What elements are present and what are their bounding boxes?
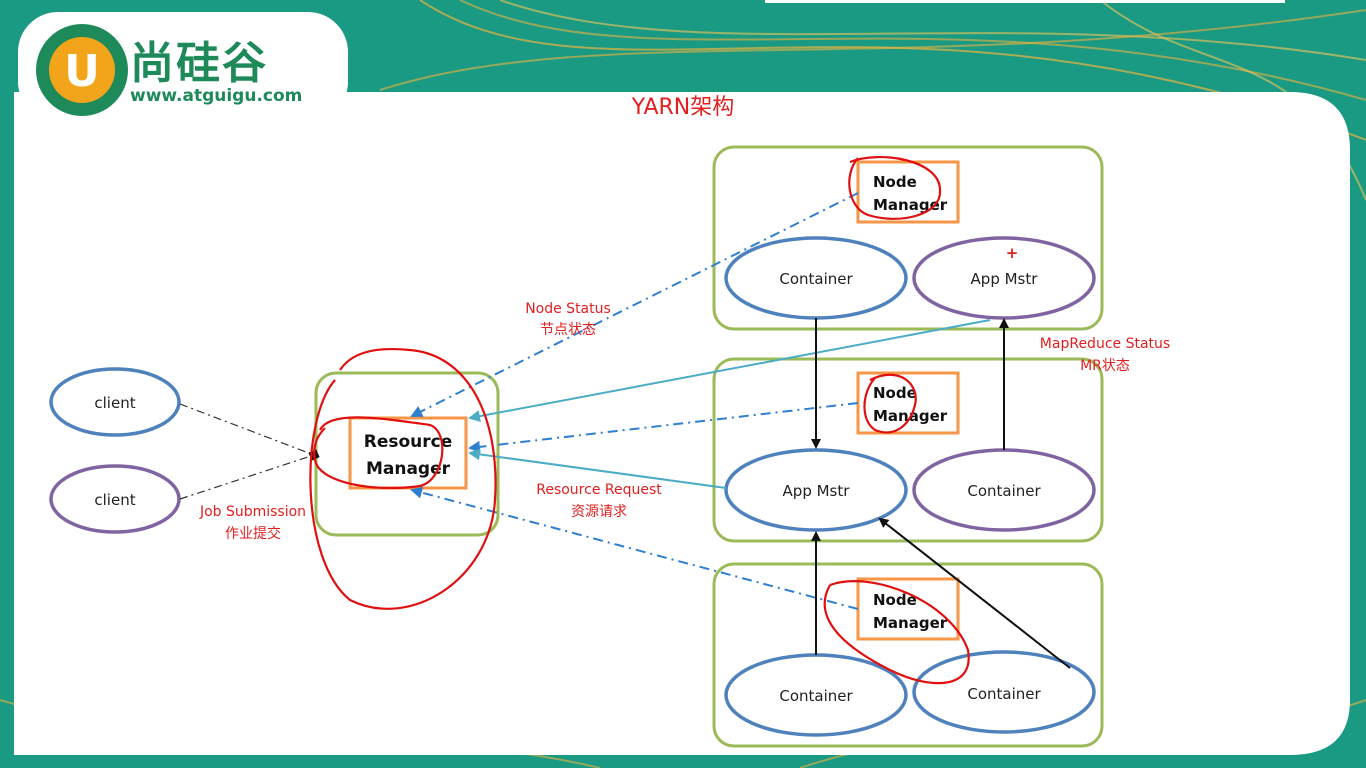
- brand-logo: U 尚硅谷 www.atguigu.com: [18, 12, 348, 122]
- node-manager-1: [856, 160, 960, 224]
- logo-letter: U: [64, 46, 100, 97]
- red-circle-node-manager-3: [823, 580, 970, 685]
- mapreduce-status-label-cn: MR状态: [1080, 358, 1130, 374]
- resource-manager-label-2: Manager: [366, 459, 451, 479]
- job-submission-label: Job Submission: [199, 504, 306, 520]
- resource-request-label: Resource Request: [536, 482, 662, 498]
- node-status-label-cn: 节点状态: [540, 322, 596, 338]
- brand-url: www.atguigu.com: [130, 86, 302, 106]
- mapreduce-status-label: MapReduce Status: [1040, 336, 1170, 352]
- node-manager-1-label-1: Node: [873, 173, 917, 191]
- page-title: YARN架构: [631, 95, 735, 120]
- client-1: [49, 367, 181, 437]
- container-node3-right-label: Container: [967, 685, 1041, 703]
- resource-request-label-cn: 资源请求: [571, 504, 627, 520]
- resource-request-arrow: [468, 448, 727, 489]
- container-node3-right: [912, 650, 1096, 734]
- job-submission-label-cn: 作业提交: [225, 525, 281, 542]
- node-box-1: [712, 145, 1104, 331]
- resource-manager-label-1: Resource: [364, 432, 453, 452]
- app-master-node2-label: App Mstr: [783, 482, 851, 500]
- node-status-arrow-1: [410, 192, 859, 417]
- node-manager-2: [856, 371, 960, 435]
- node-manager-2-label-1: Node: [873, 384, 917, 402]
- red-circle-resource-manager-outer: [309, 348, 497, 610]
- plus-mark: +: [1006, 244, 1019, 262]
- red-circle-node-manager-2: [863, 373, 917, 434]
- red-circle-resource-manager-inner: [313, 416, 444, 490]
- node-box-3: [712, 562, 1104, 748]
- job-submission-line-1: [179, 403, 320, 461]
- container-node1-label: Container: [779, 270, 853, 288]
- top-bar-line: [765, 0, 1285, 3]
- app-master-node2: [724, 448, 908, 532]
- client-1-label: client: [94, 394, 135, 412]
- client-2: [49, 464, 181, 534]
- node-status-label: Node Status: [525, 301, 611, 317]
- container-node2-label: Container: [967, 482, 1041, 500]
- node-manager-3-label-2: Manager: [873, 614, 948, 632]
- mr-status-arrow: [468, 319, 991, 423]
- node-manager-3-label-1: Node: [873, 591, 917, 609]
- container-node3-left-label: Container: [779, 687, 853, 705]
- client-2-label: client: [94, 491, 135, 509]
- container-to-appmaster-arrow-4: [878, 517, 1071, 669]
- node-manager-1-label-2: Manager: [873, 196, 948, 214]
- brand-name: 尚硅谷: [130, 38, 268, 89]
- red-circle-node-manager-1: [848, 155, 942, 220]
- hand-drawn-annotations: [309, 155, 970, 685]
- job-submission-line-2: [179, 454, 315, 500]
- app-master-node1-label: App Mstr: [971, 270, 1039, 288]
